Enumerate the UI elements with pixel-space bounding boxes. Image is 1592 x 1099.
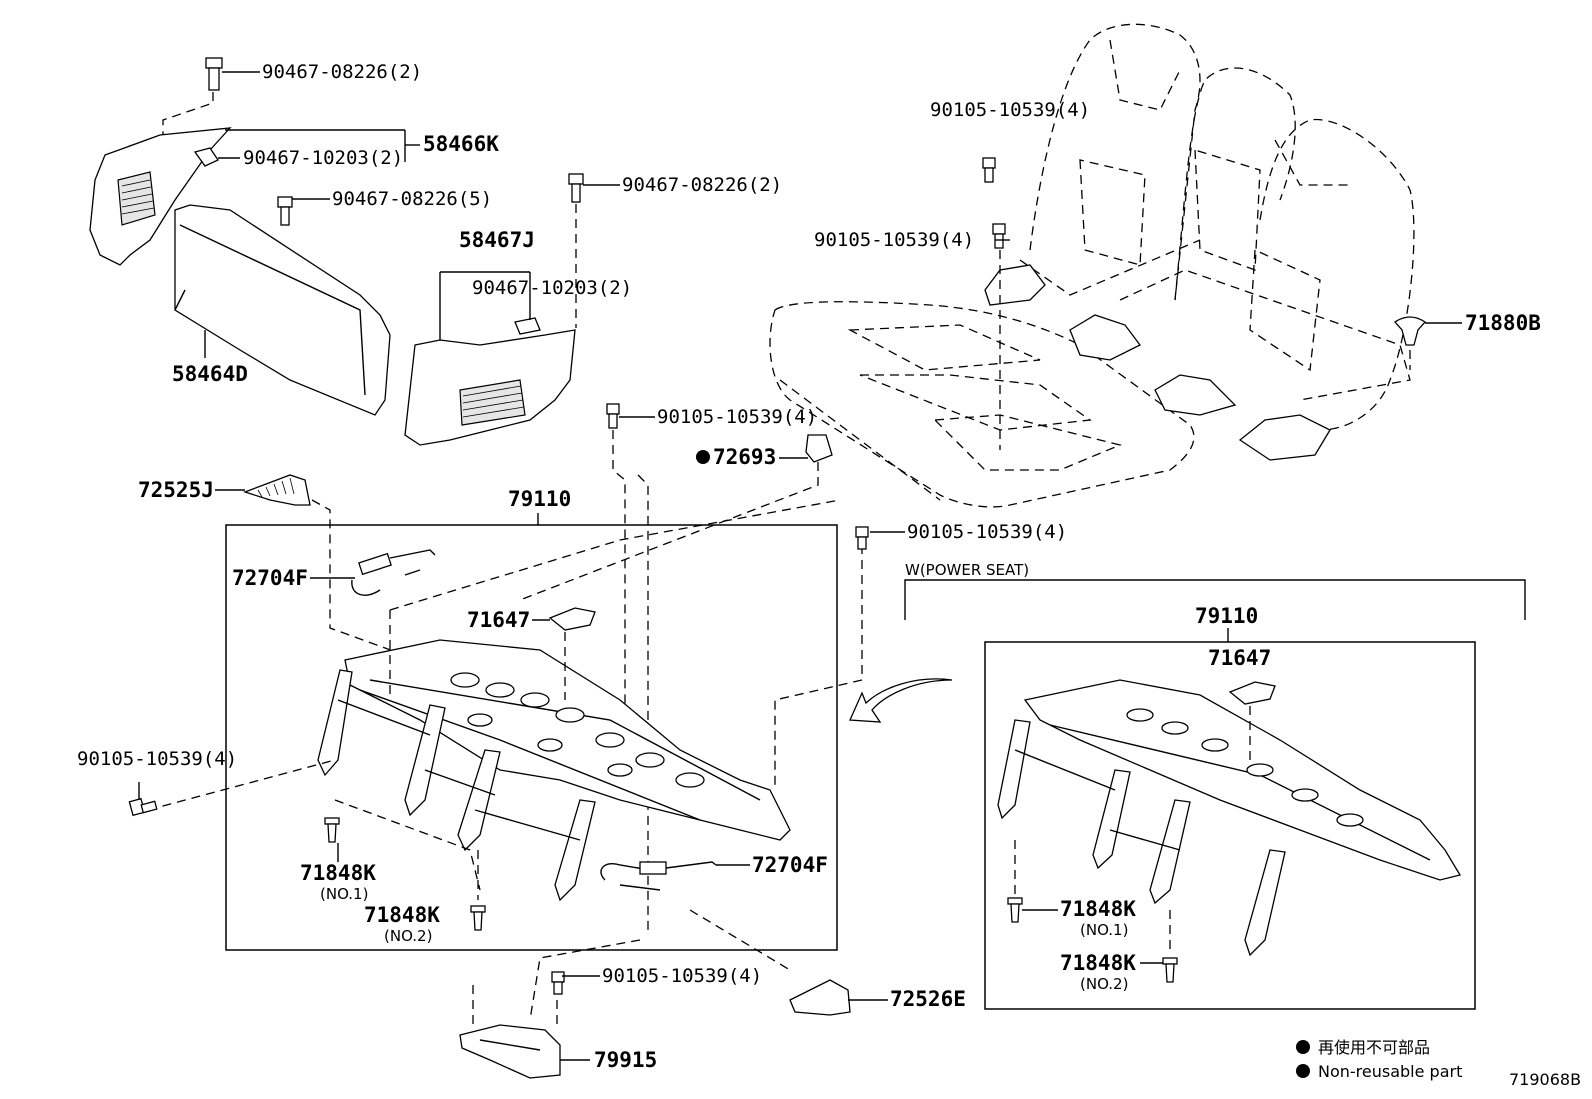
cable-72704f-bottom-icon bbox=[600, 861, 717, 891]
non-reusable-dot-icon bbox=[696, 450, 710, 464]
bolt-top-mid-icon bbox=[568, 173, 584, 203]
label-79110-power: 79110 bbox=[1195, 604, 1258, 628]
bolt-left-icon bbox=[128, 797, 158, 817]
leader-bolt-left bbox=[147, 759, 336, 811]
bolt-right-frame-icon bbox=[855, 526, 869, 550]
bracket-71647-icon bbox=[548, 607, 596, 631]
label-71647-power: 71647 bbox=[1208, 646, 1271, 670]
label-power-seat: W(POWER SEAT) bbox=[905, 561, 1029, 579]
bracket-71647-power-icon bbox=[1228, 681, 1276, 705]
label-no2-power: (NO.2) bbox=[1080, 975, 1128, 993]
label-bolt-right-frame: 90105-10539(4) bbox=[907, 521, 1067, 543]
pin-71848k-1-power-icon bbox=[1007, 897, 1023, 923]
bracket-79915-icon bbox=[459, 1024, 561, 1079]
label-bolt-left: 90105-10539(4) bbox=[77, 748, 237, 770]
label-58467j: 58467J bbox=[459, 228, 535, 252]
legend-en: Non-reusable part bbox=[1318, 1062, 1462, 1081]
label-no2: (NO.2) bbox=[384, 927, 432, 945]
label-bolt-top-mid: 90467-08226(2) bbox=[622, 174, 782, 196]
trim-58467j bbox=[404, 317, 576, 446]
part-72693-icon bbox=[805, 434, 833, 463]
leader-72693 bbox=[519, 462, 819, 601]
arrow-icon bbox=[849, 678, 953, 723]
leader-bolt-top-left bbox=[162, 92, 214, 135]
label-bolt-top-left: 90467-08226(2) bbox=[262, 61, 422, 83]
label-71880b: 71880B bbox=[1465, 311, 1541, 335]
label-no1: (NO.1) bbox=[320, 885, 368, 903]
diagram-id: 719068B bbox=[1509, 1070, 1581, 1089]
label-clip-top-left: 90467-10203(2) bbox=[243, 147, 403, 169]
bolt-center-icon bbox=[606, 403, 620, 429]
leader-pin-1 bbox=[334, 799, 481, 891]
seat-bolt-2-icon bbox=[992, 223, 1006, 249]
trim-58466k bbox=[89, 127, 232, 266]
label-72693: 72693 bbox=[713, 445, 776, 469]
label-72704f-top: 72704F bbox=[232, 566, 308, 590]
leader-bolt-right bbox=[774, 545, 863, 790]
frame-79110-power-box bbox=[984, 641, 1476, 1010]
leader-bottom bbox=[529, 939, 641, 1021]
legend: 再使用不可部品 Non-reusable part bbox=[1296, 1038, 1462, 1081]
label-bolt-bottom: 90105-10539(4) bbox=[602, 965, 762, 987]
label-72704f-bottom: 72704F bbox=[752, 853, 828, 877]
label-72525j: 72525J bbox=[138, 478, 214, 502]
cable-72704f-top-icon bbox=[351, 549, 436, 596]
bolt-5-icon bbox=[277, 196, 293, 226]
label-leaders bbox=[138, 71, 1462, 1061]
label-71647: 71647 bbox=[467, 608, 530, 632]
leader-bolt-center bbox=[612, 430, 626, 720]
panel-58464d bbox=[174, 204, 391, 416]
pin-71848k-2-power-icon bbox=[1162, 957, 1178, 983]
label-58466k: 58466K bbox=[423, 132, 499, 156]
leader-bolt-center-2 bbox=[637, 474, 649, 930]
label-71848k-2: 71848K bbox=[364, 903, 440, 927]
label-79915: 79915 bbox=[594, 1048, 657, 1072]
pin-71848k-2-icon bbox=[470, 905, 486, 931]
leader-72526e bbox=[689, 909, 791, 971]
bolt-bottom-icon bbox=[551, 971, 565, 995]
frame-79110-box bbox=[225, 524, 838, 951]
label-seat-bolt-2: 90105-10539(4) bbox=[814, 229, 974, 251]
clip-71880b-icon bbox=[1394, 316, 1426, 346]
seat-hinge-brackets bbox=[984, 264, 1331, 461]
cover-72526e-icon bbox=[789, 979, 851, 1016]
label-71848k-1-power: 71848K bbox=[1060, 897, 1136, 921]
pin-71848k-1-icon bbox=[324, 817, 340, 843]
legend-jp: 再使用不可部品 bbox=[1318, 1038, 1430, 1057]
label-bolt-5: 90467-08226(5) bbox=[332, 188, 492, 210]
label-seat-bolt-1: 90105-10539(4) bbox=[930, 99, 1090, 121]
leader-72525j bbox=[311, 499, 441, 669]
label-no1-power: (NO.1) bbox=[1080, 921, 1128, 939]
leader-frame-2 bbox=[389, 499, 841, 611]
legend-dot-jp-icon bbox=[1296, 1040, 1310, 1054]
label-71848k-1: 71848K bbox=[300, 861, 376, 885]
cover-72525j-icon bbox=[243, 474, 311, 506]
label-58464d: 58464D bbox=[172, 362, 248, 386]
label-71848k-2-power: 71848K bbox=[1060, 951, 1136, 975]
bolt-top-left-icon bbox=[205, 57, 223, 91]
label-clip-mid: 90467-10203(2) bbox=[472, 277, 632, 299]
seat-bolt-1-icon bbox=[982, 157, 996, 183]
power-seat-bracket-line bbox=[904, 579, 1526, 620]
label-bolt-center: 90105-10539(4) bbox=[657, 406, 817, 428]
label-79110: 79110 bbox=[508, 487, 571, 511]
seat-frame-79110 bbox=[317, 639, 791, 902]
rear-seat-back-outline bbox=[1019, 23, 1415, 431]
legend-dot-en-icon bbox=[1296, 1064, 1310, 1078]
label-72526e: 72526E bbox=[890, 987, 966, 1011]
seat-frame-79110-power bbox=[997, 679, 1462, 957]
rear-seat-cushion-outline bbox=[769, 301, 1195, 508]
